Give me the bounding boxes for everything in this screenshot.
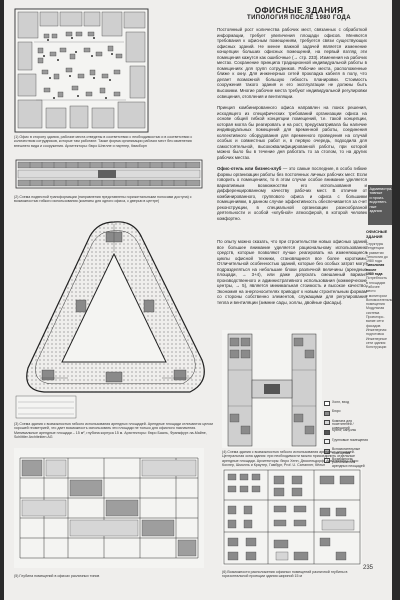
legend-swatch [324, 401, 330, 406]
legend-item: Возможность расположения арендных площад… [324, 456, 370, 469]
legend-label: Кухня, санузлы [332, 428, 357, 432]
legend-label: Холл, вход [332, 399, 350, 404]
book-page: (1) Офис в сторону здания, рабочие места… [4, 0, 392, 600]
sidebar-item-structures[interactable]: Структуры Тенденции в развитии Типология… [366, 242, 388, 264]
body-paragraph-3-text: — это самые последние, в особо гибкие фо… [217, 166, 368, 221]
legend-item: Холл, вход [324, 400, 370, 410]
fig5-depth-diagram [14, 448, 204, 568]
legend-label: Возможность расположения арендных площад… [332, 456, 365, 469]
fig3-caption: (3) Схема здания с возможностью гибкого … [14, 422, 213, 439]
legend-swatch [324, 448, 330, 454]
body-paragraph-3: Офис-отель или бизнес-клуб — это самые п… [217, 166, 367, 221]
sidebar-nav-list: Структуры Тенденции в развитии Типология… [366, 242, 392, 350]
legend-item: Групповые помещения [324, 438, 370, 448]
body-paragraph-3-lead: Офис-отель или бизнес-клуб [217, 166, 282, 171]
legend-swatch [324, 439, 330, 444]
page-subtitle: ТИПОЛОГИЯ ПОСЛЕ 1980 ГОДА [247, 15, 351, 21]
legend-swatch [324, 458, 330, 463]
fig2-strip-plan [15, 159, 203, 189]
legend-item: Кухня, санузлы [324, 428, 370, 439]
fig6-furniture-layouts [222, 468, 362, 566]
sidebar-item-typology-after-1980[interactable]: Типология после 1980 года [366, 263, 385, 277]
legend-item: Бюро [324, 409, 370, 420]
sidebar-section-tab[interactable]: Администра- тивные и произ- водствен- ны… [368, 185, 392, 225]
body-paragraph-2: Принцип комбинированного офиса направлен… [217, 105, 367, 160]
fig4-caption: (4) Схема здания с возможностью гибкого … [222, 450, 359, 467]
legend-label: Комната для посетителей / совещаний [332, 418, 354, 431]
body-paragraph-4: По опыту можно сказать, что при строител… [217, 239, 367, 306]
fig4-rental-plan [222, 330, 322, 448]
fig3-triangular-plan [15, 221, 205, 419]
legend-item: Вспомогательные помещения [324, 447, 370, 458]
legend-label: Вспомогательные помещения [332, 447, 361, 455]
page-number: 235 [363, 565, 374, 571]
legend-item: Комната для посетителей / совещаний [324, 418, 370, 431]
fig6-caption: (6) Возможности расположения офисных пом… [222, 570, 348, 579]
body-paragraph-1: Постоянный рост количества рабочих мест,… [217, 27, 367, 99]
legend-swatch [324, 410, 330, 416]
page-title: ОФИСНЫЕ ЗДАНИЯ [254, 5, 344, 15]
legend-label: Бюро [332, 409, 341, 413]
fig1-office-floor-plan [14, 8, 149, 133]
fig4-legend: Холл, вход Бюро Комната для посетителей … [324, 400, 370, 469]
legend-swatch [324, 420, 330, 425]
legend-label: Групповые помещения [332, 437, 368, 442]
fig2-caption: (2) Схема подвесной трансформации (напра… [14, 195, 192, 204]
sidebar-item-requirements[interactable]: Потребность в площадях Рабочее место с м… [366, 276, 392, 350]
sidebar-heading: ОФИСНЫЕ ЗДАНИЯ [366, 229, 388, 239]
fig1-caption: (1) Офис в сторону здания, рабочие места… [14, 135, 193, 148]
fig5-caption: (5) Глубина помещений в офисах различных… [14, 574, 100, 578]
legend-swatch [324, 429, 330, 435]
